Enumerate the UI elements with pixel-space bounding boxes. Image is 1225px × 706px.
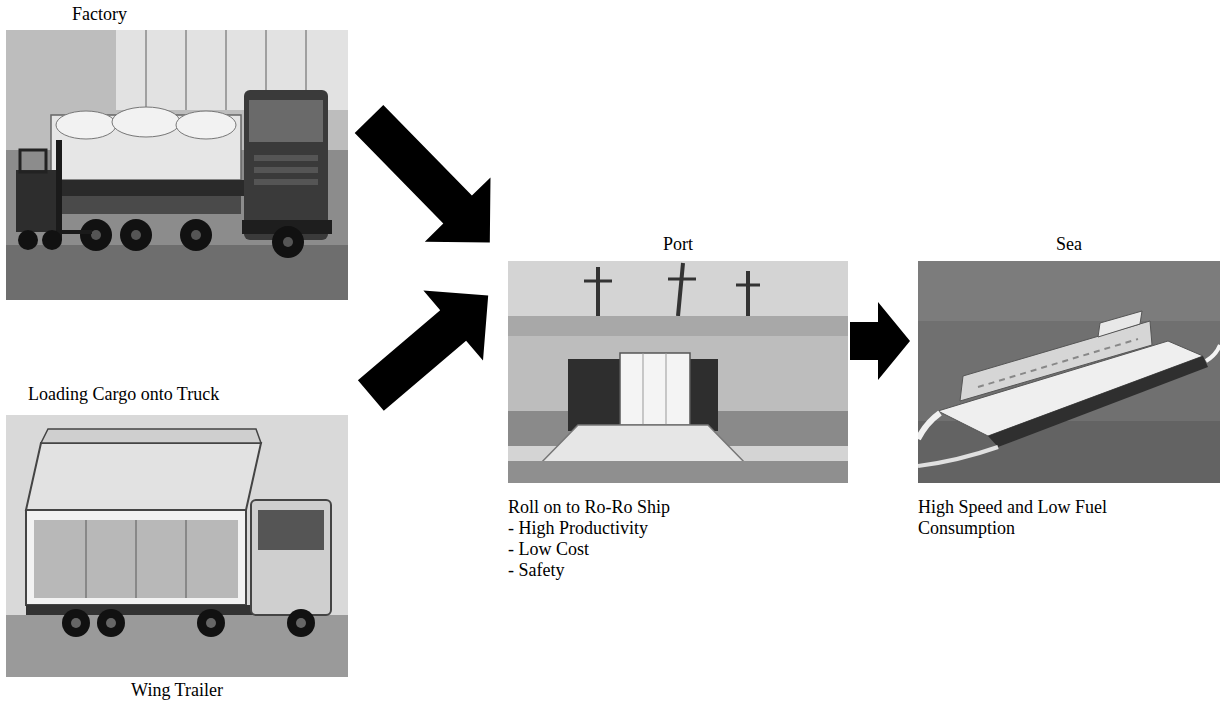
photo-panel: Loading Cargo onto Truck Wing Trailer <box>6 384 348 701</box>
block-arrow <box>850 302 910 380</box>
block-arrow <box>355 105 491 242</box>
stage-caption: - Safety <box>508 560 848 581</box>
stage-heading: Port <box>508 234 848 255</box>
factory-photo <box>6 30 348 300</box>
photo-panel: Sea High Speed and Low Fuel Consumption <box>918 234 1220 539</box>
stage-caption: - Low Cost <box>508 539 848 560</box>
ship-at-sea-photo <box>918 261 1220 483</box>
ro-ro-port-photo <box>508 261 848 483</box>
wing-trailer-photo <box>6 415 348 677</box>
stage-caption: - High Productivity <box>508 518 848 539</box>
stage-heading: Sea <box>918 234 1220 255</box>
stage-heading: Loading Cargo onto Truck <box>6 384 348 405</box>
stage-heading: Factory <box>6 4 348 25</box>
stage-caption: Wing Trailer <box>6 680 348 701</box>
photo-panel: Port Roll on to Ro-Ro Ship- High Product… <box>508 234 848 581</box>
block-arrow <box>358 290 488 410</box>
photo-panel: Factory <box>6 4 348 300</box>
stage-caption: High Speed and Low Fuel Consumption <box>918 497 1148 539</box>
caption-group: Roll on to Ro-Ro Ship- High Productivity… <box>508 497 848 581</box>
caption-group: High Speed and Low Fuel Consumption <box>918 497 1148 539</box>
caption-group: Wing Trailer <box>6 680 348 701</box>
stage-caption: Roll on to Ro-Ro Ship <box>508 497 848 518</box>
